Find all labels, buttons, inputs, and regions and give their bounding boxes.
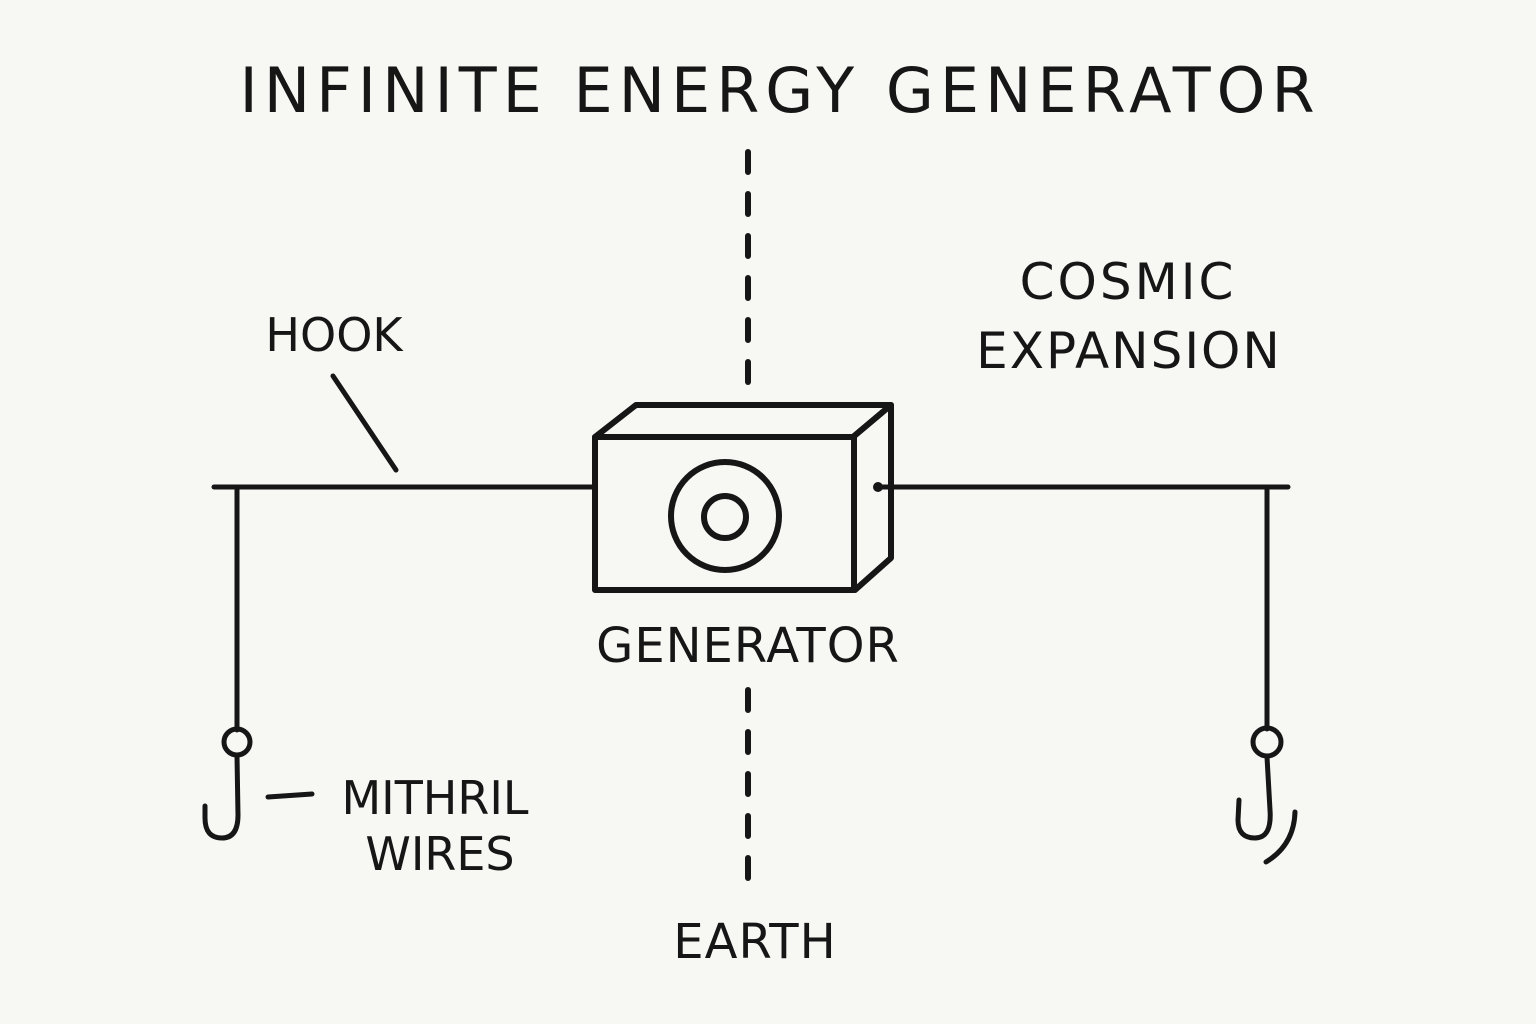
left-hook-ring-icon [221,726,253,758]
right-hook-icon [1235,754,1273,841]
left-hook-icon [202,753,241,841]
earth-label: EARTH [673,914,836,970]
generator-box-front-face [592,434,857,593]
generator-outer-ring-icon [668,459,782,573]
generator-label: GENERATOR [596,618,900,674]
generator-box-top-face [592,402,894,440]
hook-pointer-line [330,373,399,473]
cosmic-expansion-label-line1: COSMIC [1020,253,1237,311]
mithril-wires-label-line1: MITHRIL [341,771,528,825]
mithril-wires-label-line2: WIRES [365,827,514,881]
generator-connector-dot [873,482,883,492]
right-hook-swing-arc [1263,809,1298,865]
cosmic-expansion-label-line2: EXPANSION [976,322,1282,380]
generator-box-side-face [850,402,894,593]
right-hook-ring-icon [1250,725,1284,759]
diagram-title: INFINITE ENERGY GENERATOR [239,54,1320,127]
mithril-pointer-line [265,791,315,800]
generator-inner-ring-icon [701,493,749,541]
generator-box [592,402,894,593]
hook-label: HOOK [265,308,404,362]
